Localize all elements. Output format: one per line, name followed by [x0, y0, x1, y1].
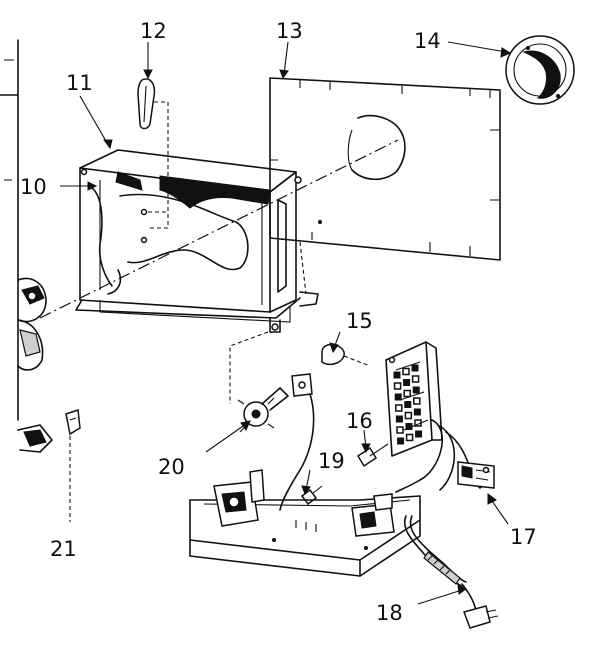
callout-18: 18 [376, 601, 403, 625]
mounting-bracket [137, 78, 169, 244]
callout-17: 17 [510, 525, 537, 549]
thermostat-knob [229, 331, 315, 511]
terminal-cell [402, 367, 410, 376]
terminal-cell [412, 386, 420, 394]
terminal-cell [395, 415, 403, 423]
retaining-clip [65, 408, 81, 522]
callout-16: 16 [346, 409, 373, 433]
mounting-guide [299, 241, 307, 295]
terminal-cell [404, 411, 413, 420]
terminal-cell [394, 393, 402, 401]
terminal-cell [393, 371, 401, 379]
base-tray [189, 469, 421, 577]
terminal-cell [411, 364, 419, 372]
unit-body-partial [0, 39, 53, 453]
rear-panel [269, 77, 501, 261]
callout-11: 11 [66, 71, 93, 95]
switch-plate [457, 461, 495, 489]
alignment-axis [39, 139, 399, 319]
terminal-cell [404, 401, 412, 408]
terminal-cell [413, 408, 421, 416]
terminal-cell [397, 437, 405, 445]
terminal-cell [403, 379, 411, 386]
terminal-cell [415, 430, 423, 438]
blower-housing [75, 149, 319, 333]
callout-12: 12 [140, 19, 167, 43]
terminal-cell [405, 433, 414, 442]
screw [356, 443, 389, 468]
callout-21: 21 [50, 537, 77, 561]
callout-10: 10 [20, 175, 47, 199]
control-knob [321, 343, 371, 367]
leader-lines [60, 41, 512, 605]
callout-14: 14 [414, 29, 441, 53]
fan-shroud-ring [505, 35, 575, 105]
power-cord [403, 515, 499, 629]
terminal-cell [396, 426, 404, 434]
terminal-cell [413, 397, 421, 405]
callout-labels: 10 11 12 13 14 15 16 17 18 19 20 21 [20, 19, 537, 625]
terminal-cell [411, 375, 420, 383]
callout-13: 13 [276, 19, 303, 43]
terminal-cell [393, 382, 402, 390]
callout-19: 19 [318, 449, 345, 473]
terminal-cell [395, 404, 403, 412]
callout-15: 15 [346, 309, 373, 333]
terminal-cell [403, 389, 411, 398]
callout-20: 20 [158, 455, 185, 479]
